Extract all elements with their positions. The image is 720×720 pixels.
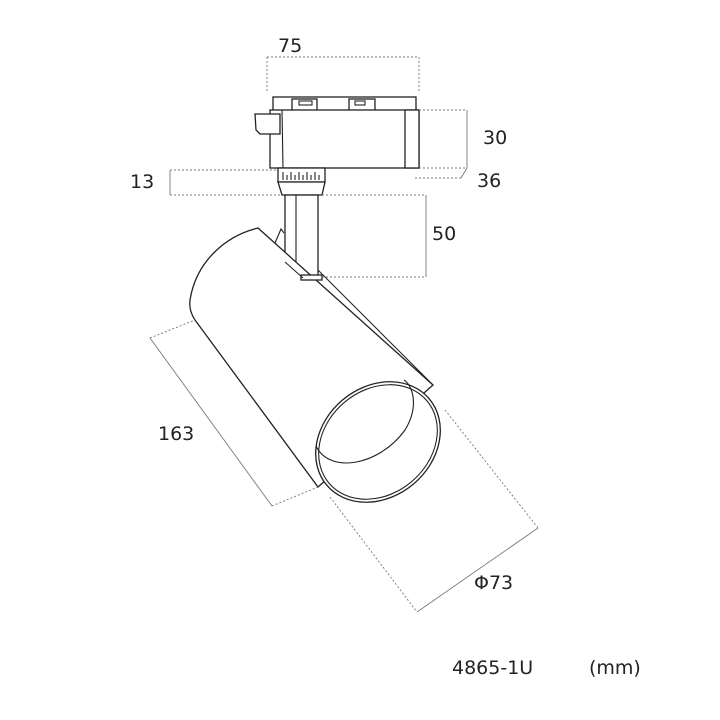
rotation-ring: [277, 167, 326, 196]
model-number: 4865-1U: [452, 657, 533, 679]
adapter-knob: [254, 113, 281, 135]
dimension-stem: 50: [322, 194, 456, 278]
dimension-depth: 36: [415, 167, 501, 192]
dimension-diameter: Φ73: [329, 409, 539, 613]
dimension-stem-label: 50: [432, 223, 456, 245]
dimension-diameter-label: Φ73: [474, 572, 513, 594]
track-adapter: [254, 96, 420, 169]
dimension-depth-label: 36: [477, 170, 501, 192]
reflector: [315, 379, 414, 464]
dimension-width-label: 75: [278, 35, 302, 57]
dimension-height-label: 30: [483, 127, 507, 149]
lamp-cylinder: [189, 227, 441, 503]
dimension-length: 163: [149, 319, 319, 507]
unit-label: (mm): [589, 657, 641, 679]
dimension-length-label: 163: [158, 423, 194, 445]
dimension-height: 30: [419, 109, 507, 169]
dimension-width: 75: [266, 35, 420, 93]
dimension-ring-label: 13: [130, 171, 154, 193]
dimension-ring: 13: [130, 169, 282, 196]
